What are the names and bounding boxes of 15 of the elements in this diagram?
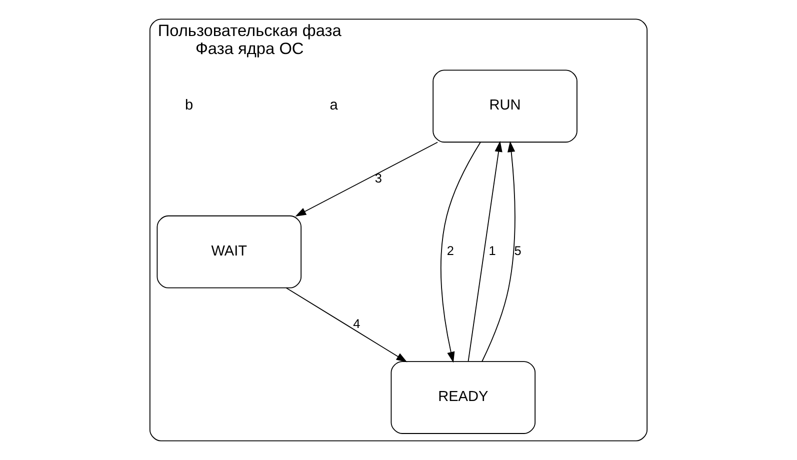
arrow [468, 140, 502, 362]
edge-label: 4 [353, 316, 360, 332]
arrow [482, 141, 516, 362]
arrow [440, 142, 481, 363]
arrow [295, 142, 438, 216]
node-box: RUN [432, 70, 578, 143]
label: a [330, 98, 338, 114]
node-box: READY [390, 361, 536, 434]
edge-label: 2 [446, 243, 454, 258]
edge-label: 1 [488, 243, 496, 258]
label: b [185, 98, 194, 114]
arrow [286, 288, 408, 362]
edge-label: 5 [514, 243, 522, 258]
node-box: WAIT [156, 215, 302, 288]
edge-label: 3 [374, 170, 382, 186]
